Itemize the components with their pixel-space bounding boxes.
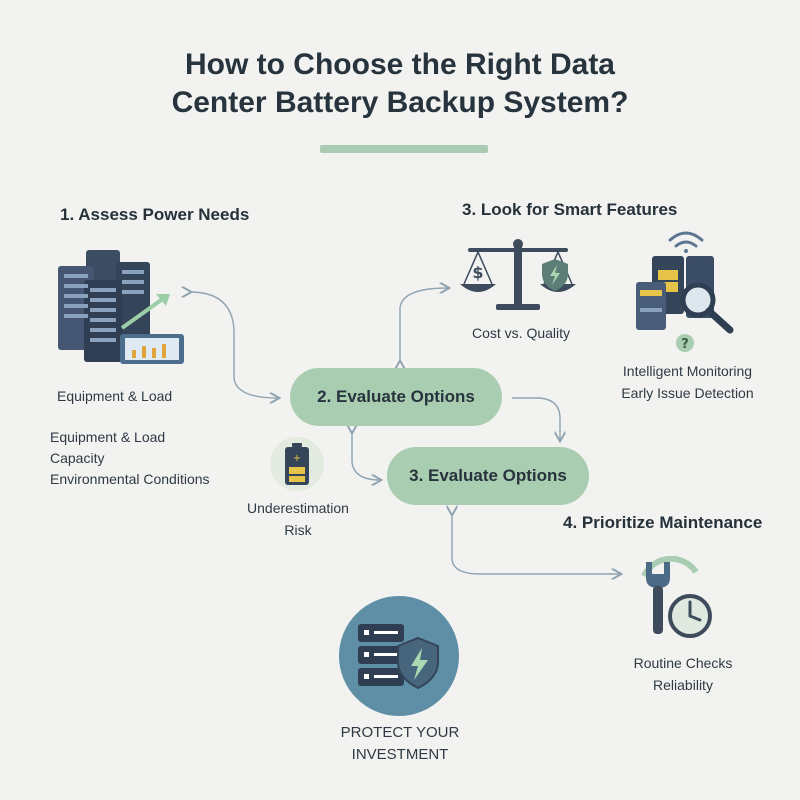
evaluate-options-pill-2[interactable]: 3. Evaluate Options <box>387 447 589 505</box>
risk-caption: Underestimation Risk <box>233 497 363 541</box>
monitor-caption-line: Early Issue Detection <box>621 385 754 401</box>
maintenance-icon-group <box>641 556 712 638</box>
risk-caption-line: Underestimation <box>247 500 349 516</box>
svg-text:?: ? <box>681 337 689 352</box>
title-line-1: How to Choose the Right Data <box>185 48 615 81</box>
step4-caption-line: Routine Checks <box>633 655 733 671</box>
title-line-2: Center Battery Backup System? <box>171 86 629 119</box>
wifi-icon <box>668 231 704 253</box>
title-underline <box>320 145 488 153</box>
protect-caption: PROTECT YOUR INVESTMENT <box>320 722 480 766</box>
step1-list-item: Capacity <box>50 450 105 466</box>
balance-scale-icon: $ <box>460 239 576 310</box>
step1-list-item: Environmental Conditions <box>50 471 210 487</box>
step1-heading: 1. Assess Power Needs <box>60 205 250 224</box>
step4-heading: 4. Prioritize Maintenance <box>563 513 763 532</box>
question-icon: ? <box>676 334 694 352</box>
protect-caption-line: PROTECT YOUR <box>340 724 460 741</box>
monitor-chart-icon <box>120 294 184 364</box>
svg-text:$: $ <box>472 263 483 282</box>
protect-caption-line: INVESTMENT <box>351 746 449 763</box>
step1-list-item: Equipment & Load <box>50 429 166 445</box>
step4-caption: Routine Checks Reliability <box>612 652 754 696</box>
monitor-caption: Intelligent Monitoring Early Issue Detec… <box>605 360 770 404</box>
smart-monitor-group <box>636 231 734 334</box>
evaluate-options-label: 2. Evaluate Options <box>317 387 475 406</box>
magnifier-icon <box>680 282 734 334</box>
server-shield-icon <box>358 624 439 690</box>
wrench-icon <box>646 562 670 634</box>
monitor-caption-line: Intelligent Monitoring <box>622 363 753 379</box>
clock-icon <box>668 594 712 638</box>
svg-text:+: + <box>293 453 301 464</box>
page-title: How to Choose the Right Data Center Batt… <box>100 46 700 122</box>
step4-caption-line: Reliability <box>653 677 713 693</box>
cost-quality-caption: Cost vs. Quality <box>471 325 571 341</box>
step1-list: Equipment & Load Capacity Environmental … <box>50 427 210 490</box>
server-rack-icon <box>58 250 150 362</box>
step3-heading: 3. Look for Smart Features <box>462 200 678 219</box>
risk-caption-line: Risk <box>284 522 312 538</box>
step1-caption: Equipment & Load <box>57 388 173 404</box>
evaluate-options-pill-1[interactable]: 2. Evaluate Options <box>290 368 502 426</box>
battery-icon: + <box>285 443 309 485</box>
evaluate-options-label: 3. Evaluate Options <box>409 466 567 485</box>
shield-bolt-icon <box>542 259 568 291</box>
